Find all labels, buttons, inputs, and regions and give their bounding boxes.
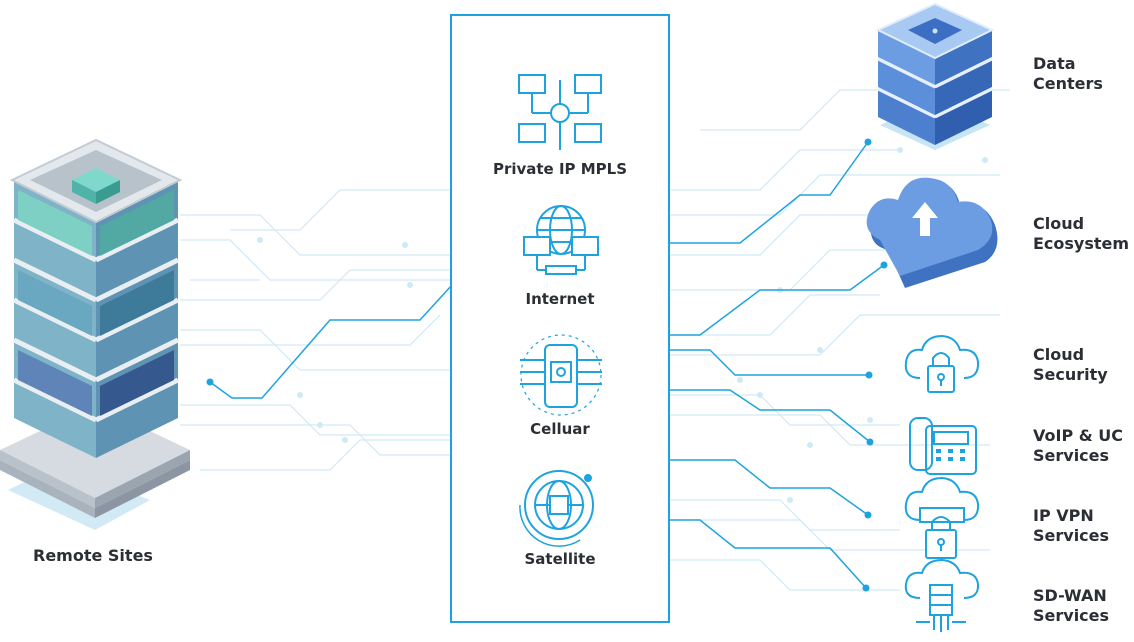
- remote-sites-building-icon: [0, 138, 190, 530]
- mobile-chip-icon: [520, 334, 602, 416]
- hub-label-celluar: Celluar: [530, 420, 590, 438]
- label-line: Centers: [1033, 74, 1103, 93]
- server-stack-icon: [875, 2, 995, 150]
- label-line: IP VPN: [1033, 506, 1094, 525]
- label-line: Data: [1033, 54, 1076, 73]
- label-line: Services: [1033, 446, 1110, 465]
- line-hub-to-data-centers: [670, 141, 869, 244]
- label-line: Cloud: [1033, 345, 1085, 364]
- label-line: Ecosystem: [1033, 234, 1130, 253]
- satellite-globe-icon: [519, 470, 594, 547]
- primary-connection-nodes: [206, 138, 888, 592]
- cloud-upload-icon: [866, 177, 998, 288]
- label-line: SD-WAN: [1033, 586, 1107, 605]
- line-hub-to-sd-wan: [670, 519, 867, 589]
- hub-label-private-ip-mpls: Private IP MPLS: [492, 160, 628, 178]
- cloud-sdwan-icon: [904, 558, 980, 632]
- line-remote-to-hub: [209, 284, 453, 399]
- hub-box: [450, 14, 670, 623]
- building-floors: [12, 180, 180, 458]
- label-ip-vpn: IP VPN Services: [1033, 506, 1109, 546]
- label-cloud-ecosystem: Cloud Ecosystem: [1033, 214, 1129, 254]
- desk-phone-icon: [909, 417, 977, 475]
- label-cloud-security: Cloud Security: [1033, 345, 1108, 385]
- label-voip-uc: VoIP & UC Services: [1033, 426, 1123, 466]
- label-sd-wan: SD-WAN Services: [1033, 586, 1109, 626]
- network-diagram-icon: [518, 74, 602, 150]
- primary-connection-lines: [209, 141, 885, 589]
- label-line: Security: [1033, 365, 1108, 384]
- label-data-centers: Data Centers: [1033, 54, 1103, 94]
- hub-label-satellite: Satellite: [524, 550, 596, 568]
- background-circuit-nodes: [257, 147, 988, 503]
- label-line: VoIP & UC: [1033, 426, 1124, 445]
- remote-sites-label: Remote Sites: [33, 546, 153, 565]
- cloud-vpn-lock-icon: [904, 476, 980, 559]
- cloud-lock-icon: [904, 334, 980, 393]
- line-hub-to-voip: [670, 389, 871, 443]
- globe-network-icon: [523, 205, 599, 275]
- label-line: Services: [1033, 526, 1110, 545]
- line-hub-to-cloud-security: [670, 349, 869, 376]
- label-line: Services: [1033, 606, 1110, 625]
- label-line: Cloud: [1033, 214, 1085, 233]
- hub-label-internet: Internet: [525, 290, 595, 308]
- line-hub-to-cloud-ecosystem: [670, 264, 885, 336]
- line-hub-to-ip-vpn: [670, 459, 869, 516]
